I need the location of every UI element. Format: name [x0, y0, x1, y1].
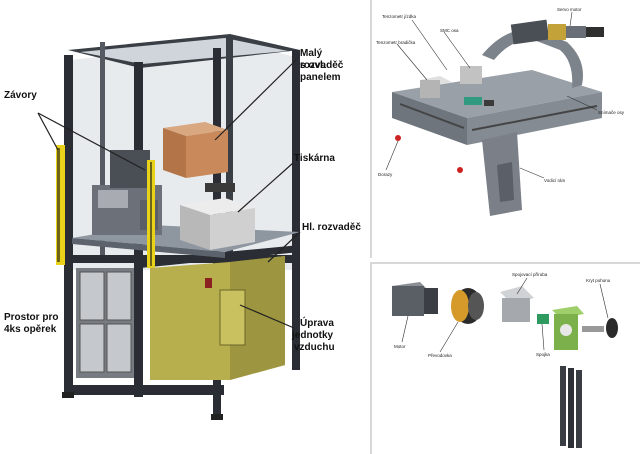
label-maly-rozvadec-1: Malý rozvaděč: [300, 48, 344, 71]
motor: [392, 286, 424, 316]
label-motor: Motor: [394, 344, 406, 349]
label-hl-rozvadec: Hl. rozvaděč: [302, 222, 361, 233]
main-machine-panel: Závory Malý rozvaděč s ovl. panelem Tisk…: [4, 34, 361, 420]
label-uprava-2: jednotky: [292, 330, 334, 341]
arrow-uprava: [239, 304, 295, 329]
frame-post-far-right: [292, 50, 300, 370]
label-uprava-1: Úprava: [300, 318, 334, 329]
label-servo-motor: Servo motor: [557, 7, 582, 12]
frame-post-back-right: [226, 38, 233, 268]
servo-gearbox: [548, 24, 566, 40]
coupling-flange: [502, 298, 530, 322]
small-control-cabinet: [186, 130, 228, 178]
mechanism-detail-panel: Tenzometr jízdka Tenzometr bradička SMC …: [370, 0, 640, 258]
printer: [210, 208, 255, 250]
arrow-zavory-2: [37, 112, 146, 171]
main-machine-drawing: [37, 34, 301, 420]
tensometer-box: [420, 80, 440, 98]
arrow-tiskarna: [237, 162, 294, 213]
label-uprava-3: vzduchu: [294, 342, 335, 353]
frame-post-front-left: [64, 55, 73, 395]
light-curtain-left: [56, 145, 65, 265]
stopper-right: [457, 167, 463, 173]
label-kryt-pohonu: Kryt pohonu: [586, 278, 611, 283]
label-maly-rozvadec-2: s ovl. panelem: [300, 60, 341, 83]
label-doraz: Dorazy: [378, 172, 393, 177]
label-prostor-1: Prostor pro: [4, 312, 59, 323]
drive-cover: [606, 318, 618, 338]
green-sensor: [464, 97, 482, 105]
smc-box: [460, 66, 482, 84]
arrow-zavory-1: [37, 112, 59, 151]
label-snimaci-osy: Snímače osy: [598, 110, 625, 115]
stopper-left: [395, 135, 401, 141]
label-zavory: Závory: [4, 90, 37, 101]
coupling: [537, 314, 549, 324]
servo-motor-body: [510, 19, 550, 45]
guide-arch: [482, 29, 583, 88]
label-prostor-2: 4ks opěrek: [4, 324, 57, 335]
arrow-hl-rozvadec: [267, 231, 301, 263]
profile-1: [560, 366, 566, 446]
air-treatment-unit: [219, 289, 246, 346]
label-prevodovka: Převodovka: [428, 353, 452, 358]
label-tiskarna: Tiskárna: [294, 153, 335, 164]
frame-beam-bottom: [64, 385, 224, 395]
drive-detail-drawing: [392, 277, 618, 448]
base-frame: [392, 70, 602, 118]
label-vodici-ram: Vodicí rám: [544, 178, 566, 183]
drive-detail-panel: Spojovací příruba Kryt pohonu Motor Přev…: [370, 262, 640, 454]
label-tenzometr-bradicka: Tenzometr bradička: [376, 40, 416, 45]
mechanism-detail-drawing: [385, 11, 604, 216]
label-smc-osa: SMC osa: [440, 28, 459, 33]
label-tenzometr-jizdnka: Tenzometr jízdka: [382, 14, 417, 19]
label-spojkova-prilruba: Spojovací příruba: [512, 272, 548, 277]
label-spojka: Spojka: [536, 352, 550, 357]
arrow-maly-rozvadec: [214, 59, 297, 141]
control-panel-display: [205, 183, 235, 192]
